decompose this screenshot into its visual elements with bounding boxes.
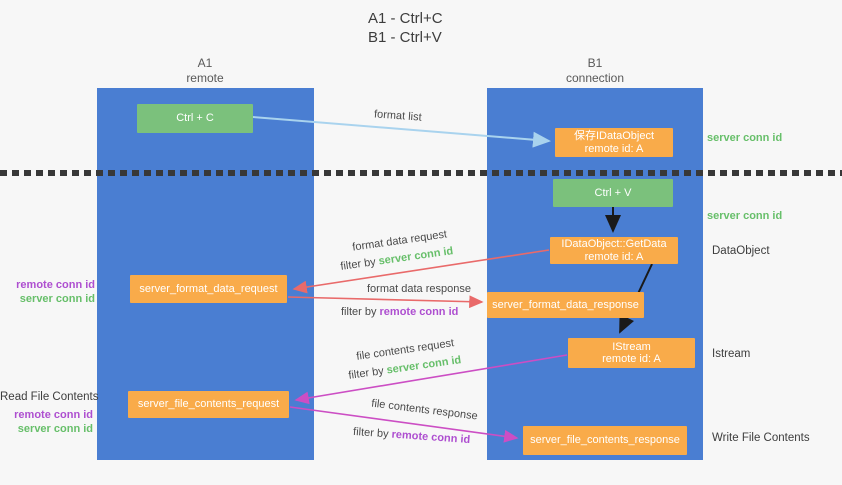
node-idataobject-getdata: IDataObject::GetData remote id: A	[550, 237, 678, 264]
node-ctrl-c-label: Ctrl + C	[176, 112, 214, 125]
node-istream: IStream remote id: A	[568, 338, 695, 368]
label-dataobject: DataObject	[712, 245, 770, 257]
left-column-subtitle: remote	[186, 71, 224, 85]
filter-prefix: filter by	[352, 425, 392, 441]
filter-key-remote-conn-id: remote conn id	[379, 306, 459, 318]
filter-key-server-conn-id: server conn id	[385, 354, 463, 377]
title-line-1: A1 - Ctrl+C	[368, 10, 443, 27]
node-save-idataobject-line1: 保存IDataObject	[573, 130, 655, 142]
label-write-file-contents: Write File Contents	[712, 432, 810, 444]
node-file-request-label: server_file_contents_request	[137, 398, 280, 411]
right-column-subtitle: connection	[565, 71, 625, 85]
filter-prefix: filter by	[347, 364, 388, 382]
label-file-contents-response-filter: filter by remote conn id	[353, 426, 471, 446]
node-istream-line1: IStream	[612, 340, 651, 353]
left-column-header: A1 remote	[145, 56, 265, 86]
label-format-list: format list	[373, 108, 423, 124]
right-column-name: B1	[587, 56, 603, 70]
filter-prefix: filter by	[341, 306, 380, 318]
arrow-format-data-response	[287, 295, 484, 309]
node-ctrl-v: Ctrl + V	[553, 179, 673, 207]
node-save-idataobject-line2: remote id: A	[584, 142, 644, 155]
filter-key-remote-conn-id: remote conn id	[391, 428, 471, 447]
label-istream: Istream	[712, 348, 751, 360]
node-istream-line2: remote id: A	[602, 353, 661, 365]
left-conn-id-stack-2: Read File Contents remote conn id server…	[0, 391, 99, 437]
node-server-file-contents-request: server_file_contents_request	[128, 391, 289, 418]
label-read-file-contents: Read File Contents	[0, 391, 99, 403]
label-server-conn-id-1: server conn id	[19, 293, 95, 305]
node-server-format-data-request: server_format_data_request	[130, 275, 287, 303]
label-format-data-response: format data response	[367, 283, 471, 295]
label-remote-conn-id-2: remote conn id	[14, 409, 93, 421]
node-format-response-label: server_format_data_response	[492, 298, 639, 311]
node-format-request-label: server_format_data_request	[139, 282, 278, 295]
left-column-name: A1	[197, 56, 213, 70]
title-line-2: B1 - Ctrl+V	[368, 29, 442, 46]
label-file-contents-response: file contents response	[370, 397, 479, 423]
filter-prefix: filter by	[339, 255, 380, 273]
node-ctrl-v-label: Ctrl + V	[594, 186, 632, 199]
node-save-idataobject: 保存IDataObject remote id: A	[555, 128, 673, 157]
label-server-conn-id-mid: server conn id	[707, 210, 783, 222]
node-getdata-line1: IDataObject::GetData	[561, 238, 667, 250]
right-column-header: B1 connection	[535, 56, 655, 86]
node-file-response-label: server_file_contents_response	[530, 434, 680, 447]
left-conn-id-stack-1: remote conn id server conn id	[0, 279, 95, 307]
label-server-conn-id-2: server conn id	[17, 423, 93, 435]
diagram-title: A1 - Ctrl+C B1 - Ctrl+V	[368, 9, 443, 47]
label-format-data-response-filter: filter by remote conn id	[341, 306, 458, 318]
label-remote-conn-id-1: remote conn id	[16, 279, 95, 291]
node-server-file-contents-response: server_file_contents_response	[523, 426, 687, 455]
node-ctrl-c: Ctrl + C	[137, 104, 253, 133]
label-server-conn-id-top: server conn id	[707, 132, 783, 144]
node-getdata-line2: remote id: A	[584, 250, 644, 263]
node-server-format-data-response: server_format_data_response	[487, 292, 644, 318]
